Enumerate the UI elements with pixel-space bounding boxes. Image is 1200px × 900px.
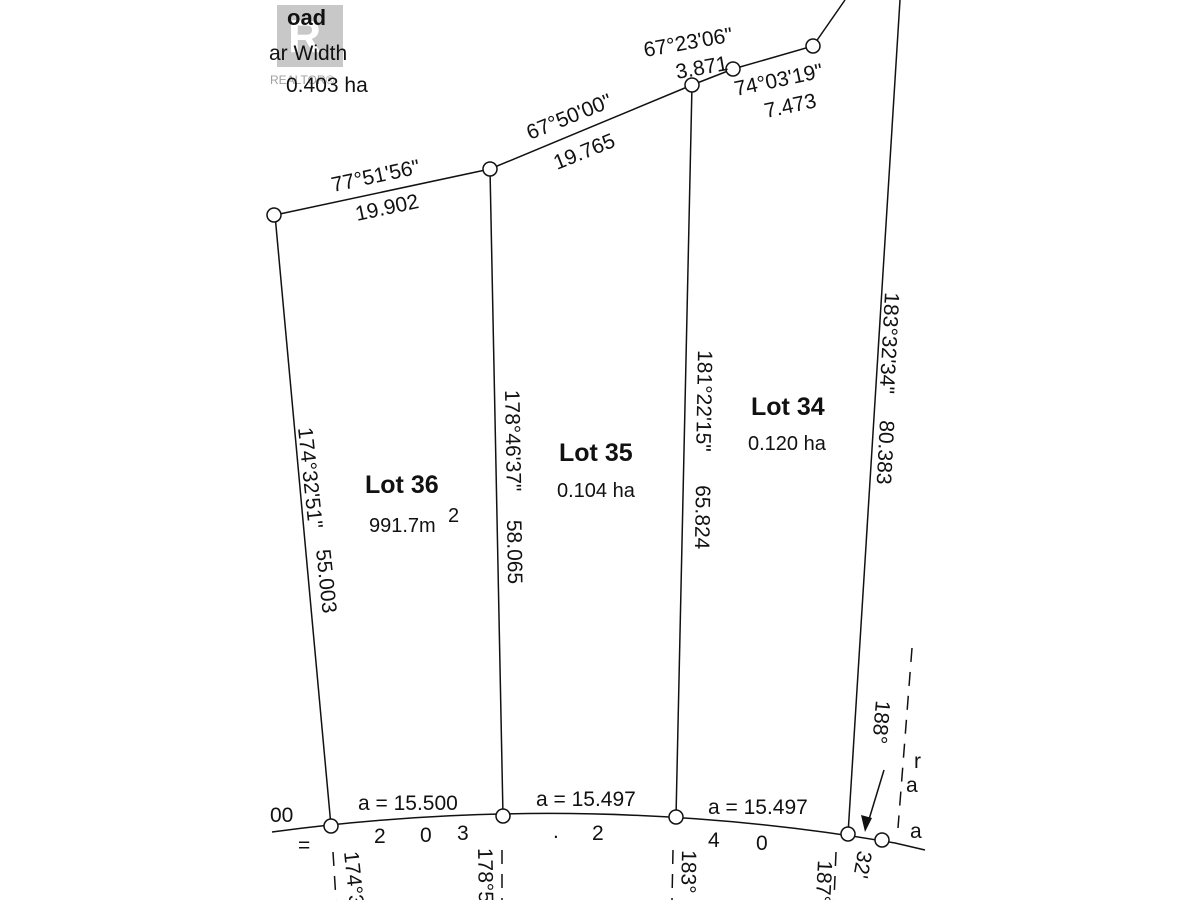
road-width-fragment: ar Width (269, 42, 347, 65)
side-bearing-1: 174°32'51" (293, 426, 326, 529)
lower-bearing-1: 174°3 (339, 850, 368, 900)
lower-r-fragment: r (914, 750, 921, 773)
road-name-fragment: oad (287, 5, 326, 30)
road-area-fragment: 0.403 ha (286, 74, 368, 97)
lower-bearing-2: 178°5 (473, 848, 497, 900)
lot-36-label: Lot 36 (365, 471, 439, 499)
lot-36-area-superscript: 2 (448, 505, 459, 527)
lot-36-west-line (274, 214, 332, 827)
side-distance-4: 80.383 (872, 420, 898, 485)
radius-digit: 0 (420, 824, 432, 847)
lower-left-dashed-line-1 (332, 851, 337, 900)
lower-bearing-5: 32' (848, 849, 875, 880)
radius-digit: 4 (708, 829, 720, 852)
radius-digit: 2 (592, 822, 604, 845)
lot-34-area: 0.120 ha (748, 433, 827, 455)
survey-pin (668, 809, 684, 825)
survey-pin (874, 832, 890, 848)
south-left-fragment: 00 (270, 804, 293, 827)
lot-36-area: 991.7m (369, 515, 436, 537)
survey-pin (482, 161, 498, 177)
radius-digit: 3 (457, 822, 469, 845)
lower-bearing-6: 188° (867, 700, 894, 745)
lot-34-label: Lot 34 (751, 393, 825, 421)
svg-text:R: R (288, 10, 321, 62)
lower-a-fragment-2: a (910, 820, 922, 843)
lot-34-35-line (675, 84, 693, 818)
south-left-mark: = (298, 834, 310, 857)
lower-dashed-line-3 (671, 849, 674, 900)
side-bearing-3: 181°22'15" (691, 350, 716, 452)
survey-pin (805, 38, 821, 54)
arc-length-3: a = 15.497 (708, 796, 808, 819)
lot-35-36-line (489, 168, 504, 817)
lot-35-label: Lot 35 (559, 439, 633, 467)
side-distance-3: 65.824 (690, 485, 714, 550)
north-boundary-line (274, 0, 846, 216)
realtor-logo: R REALTOR® (270, 5, 343, 87)
radius-digit: 0 (756, 832, 768, 855)
side-bearing-4: 183°32'34" (875, 292, 903, 395)
survey-pin (840, 826, 856, 842)
survey-pin (495, 808, 511, 824)
lower-bearing-3: 183° (676, 850, 700, 894)
north-distance-4: 7.473 (762, 89, 818, 122)
lower-dashed-line-4 (833, 851, 837, 900)
side-bearing-2: 178°46'37" (500, 390, 525, 492)
survey-pin (725, 61, 741, 77)
north-bearing-1: 77°51'56" (329, 156, 422, 197)
survey-pin (266, 207, 282, 223)
side-distance-1: 55.003 (311, 548, 341, 614)
lower-bearing-4: 187° (811, 860, 836, 900)
lot-35-area: 0.104 ha (557, 480, 636, 502)
north-distance-3: 3.871 (674, 52, 730, 84)
lower-a-fragment-1: a (906, 774, 918, 797)
pointer-arrow-head (861, 815, 872, 832)
arc-length-1: a = 15.500 (358, 792, 458, 815)
arc-length-2: a = 15.497 (536, 788, 636, 811)
pointer-arrow (866, 769, 885, 827)
lot-34-east-line (847, 0, 901, 835)
radius-digit: . (553, 820, 559, 843)
south-boundary-arc (271, 812, 926, 851)
radius-digit: 2 (374, 825, 386, 848)
svg-text:REALTOR®: REALTOR® (270, 73, 335, 87)
survey-pin (323, 818, 339, 834)
easement-dashed-line (897, 647, 913, 829)
side-distance-2: 58.065 (502, 520, 526, 585)
survey-pin (684, 77, 700, 93)
north-distance-2: 19.765 (550, 129, 618, 174)
